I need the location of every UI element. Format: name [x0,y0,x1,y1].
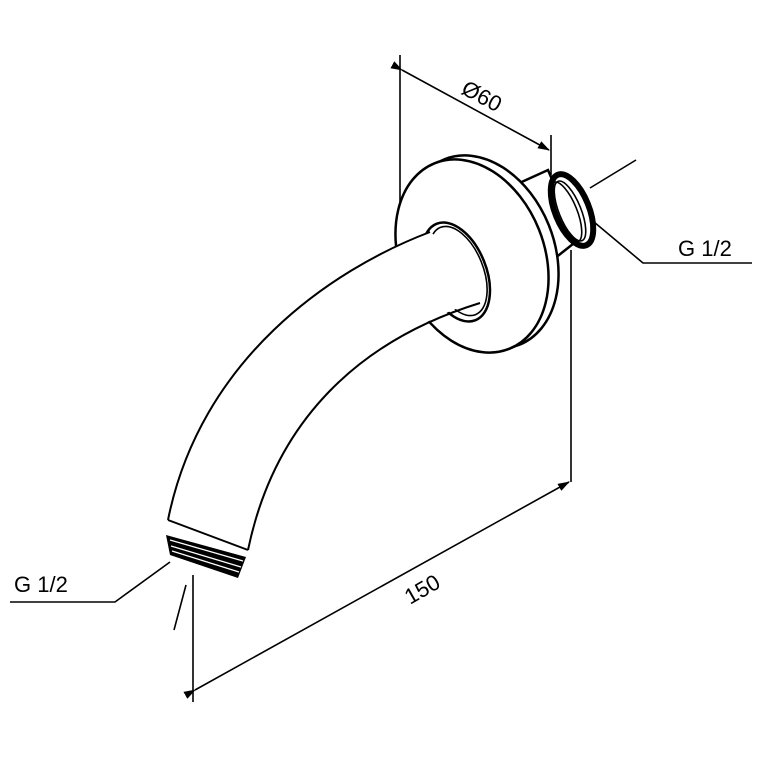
right-thread-label: G 1/2 [678,236,732,261]
length-label: 150 [400,569,444,609]
length-dimension-line [183,481,570,699]
left-thread-label: G 1/2 [14,572,68,597]
centerline-right [589,159,637,189]
diameter-label: Ø60 [458,75,506,117]
right-thread-leader [593,221,752,264]
centerline-left [173,584,187,631]
diameter-dimension-line [390,61,550,151]
left-thread-leader [10,561,171,603]
shower-arm-pipe [166,231,481,578]
